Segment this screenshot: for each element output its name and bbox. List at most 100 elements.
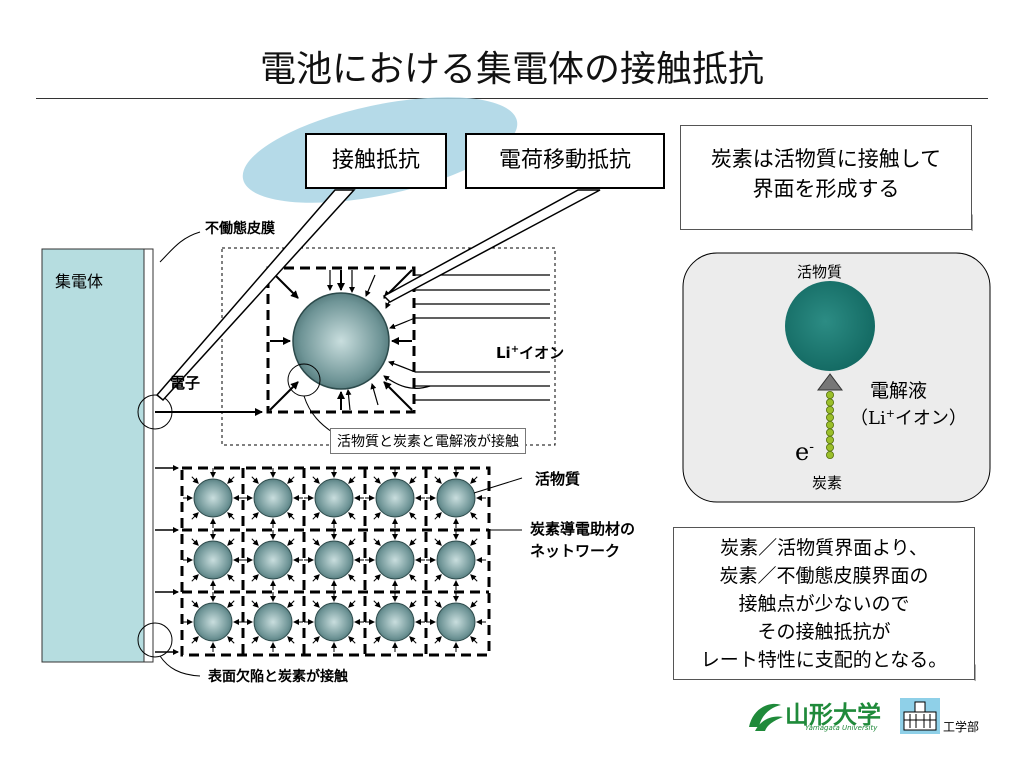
carbon-bead bbox=[826, 435, 835, 444]
network-arrow bbox=[251, 600, 259, 608]
network-arrow bbox=[251, 476, 259, 484]
network-arrow bbox=[227, 538, 235, 546]
network-arrow bbox=[312, 574, 320, 582]
network-arrow bbox=[287, 600, 295, 608]
network-arrow bbox=[287, 512, 295, 520]
network-arrow bbox=[348, 574, 356, 582]
inset-carbon-label: 炭素 bbox=[812, 474, 843, 492]
network-arrow bbox=[348, 476, 356, 484]
university-logo: 山形大学 Yamagata University bbox=[745, 697, 893, 737]
bottom-note: 炭素／活物質界面より、 炭素／不働態皮膜界面の 接触点が少ないので その接触抵抗… bbox=[673, 527, 975, 680]
network-arrow bbox=[373, 538, 381, 546]
faculty-emblem bbox=[900, 698, 940, 734]
inset-li-ion-superscript: + bbox=[885, 407, 895, 420]
network-arrow bbox=[348, 512, 356, 520]
network-arrow bbox=[287, 476, 295, 484]
network-arrow bbox=[287, 636, 295, 644]
inset-active-material-particle bbox=[785, 281, 875, 371]
network-arrow bbox=[348, 636, 356, 644]
carbon-network-label: 炭素導電助材の ネットワーク bbox=[530, 518, 635, 562]
network-arrow bbox=[312, 538, 320, 546]
inset-electrolyte-arrowhead bbox=[817, 373, 843, 391]
li-ion-suffix: イオン bbox=[519, 344, 565, 362]
network-arrow bbox=[191, 574, 199, 582]
active-material-leader bbox=[473, 477, 523, 494]
inset-li-ion-open: （Li bbox=[850, 408, 886, 429]
charge-transfer-label: 電荷移動抵抗 bbox=[498, 148, 631, 173]
inset-electron-e: e bbox=[795, 438, 810, 466]
electron-label: 電子 bbox=[170, 374, 201, 392]
top-note: 炭素は活物質に接触して 界面を形成する bbox=[680, 125, 972, 230]
network-arrow bbox=[227, 600, 235, 608]
network-arrow bbox=[312, 512, 320, 520]
inset-li-ion-label: （Li+イオン） bbox=[850, 404, 967, 430]
network-arrow bbox=[251, 574, 259, 582]
collector-contact-ring-bottom bbox=[137, 622, 173, 658]
network-arrow bbox=[434, 600, 442, 608]
network-arrow bbox=[227, 476, 235, 484]
network-arrow bbox=[470, 476, 478, 484]
li-ion-prefix: Li bbox=[496, 344, 511, 362]
university-name-en: Yamagata University bbox=[805, 724, 878, 732]
network-arrow bbox=[191, 538, 199, 546]
carbon-bead bbox=[826, 428, 835, 437]
network-arrow bbox=[470, 538, 478, 546]
carbon-network bbox=[155, 465, 523, 657]
network-arrow bbox=[287, 574, 295, 582]
network-arrow bbox=[409, 476, 417, 484]
collector-contact-ring-top bbox=[137, 394, 173, 430]
bottom-note-line3: 接触点が少ないので bbox=[738, 593, 910, 615]
title-divider bbox=[36, 98, 988, 99]
bottom-note-line4: その接触抵抗が bbox=[757, 621, 891, 643]
network-arrow bbox=[348, 538, 356, 546]
passive-film-layer bbox=[143, 248, 154, 663]
network-arrow bbox=[251, 538, 259, 546]
network-arrow bbox=[251, 636, 259, 644]
network-arrow bbox=[373, 636, 381, 644]
current-collector bbox=[41, 248, 145, 663]
current-collector-label: 集電体 bbox=[55, 272, 104, 291]
network-arrow bbox=[409, 538, 417, 546]
carbon-bead bbox=[826, 398, 835, 407]
carbon-bead bbox=[826, 420, 835, 429]
university-name: 山形大学 bbox=[785, 700, 881, 729]
active-material-particle bbox=[292, 292, 390, 390]
network-arrow bbox=[434, 476, 442, 484]
network-arrow bbox=[434, 574, 442, 582]
surface-defect-leader bbox=[159, 655, 201, 677]
bottom-note-line2: 炭素／不働態皮膜界面の bbox=[719, 565, 929, 587]
active-material-label: 活物質 bbox=[535, 470, 581, 488]
network-arrow bbox=[312, 476, 320, 484]
contact-zone-box bbox=[266, 266, 416, 414]
contact-resistance-callout: 接触抵抗 bbox=[305, 133, 447, 189]
network-arrow bbox=[373, 600, 381, 608]
network-arrow bbox=[312, 600, 320, 608]
carbon-bead bbox=[826, 450, 835, 459]
network-arrow bbox=[312, 636, 320, 644]
inset-panel bbox=[682, 252, 991, 503]
network-arrow bbox=[191, 476, 199, 484]
network-arrow bbox=[227, 636, 235, 644]
network-arrow bbox=[191, 636, 199, 644]
contact-note-label: 活物質と炭素と電解液が接触 bbox=[337, 434, 519, 450]
inset-active-material-label: 活物質 bbox=[797, 263, 843, 281]
carbon-bead bbox=[826, 443, 835, 452]
network-arrow bbox=[409, 574, 417, 582]
network-arrow bbox=[227, 574, 235, 582]
bottom-note-line1: 炭素／活物質界面より、 bbox=[720, 537, 928, 559]
passive-film-leader bbox=[159, 231, 201, 263]
contact-resistance-label: 接触抵抗 bbox=[331, 148, 420, 173]
network-arrow bbox=[191, 512, 199, 520]
carbon-bead bbox=[826, 413, 835, 422]
network-arrow bbox=[434, 538, 442, 546]
li-ion-label: Li+イオン bbox=[496, 342, 564, 363]
network-arrow bbox=[470, 636, 478, 644]
network-arrow bbox=[348, 600, 356, 608]
top-note-line1: 炭素は活物質に接触して bbox=[710, 147, 942, 171]
li-ion-superscript: + bbox=[510, 344, 520, 355]
network-arrow bbox=[191, 600, 199, 608]
network-arrow bbox=[434, 636, 442, 644]
charge-transfer-callout: 電荷移動抵抗 bbox=[465, 133, 665, 189]
contact-note-box: 活物質と炭素と電解液が接触 bbox=[330, 428, 526, 454]
carbon-bead bbox=[826, 390, 835, 399]
